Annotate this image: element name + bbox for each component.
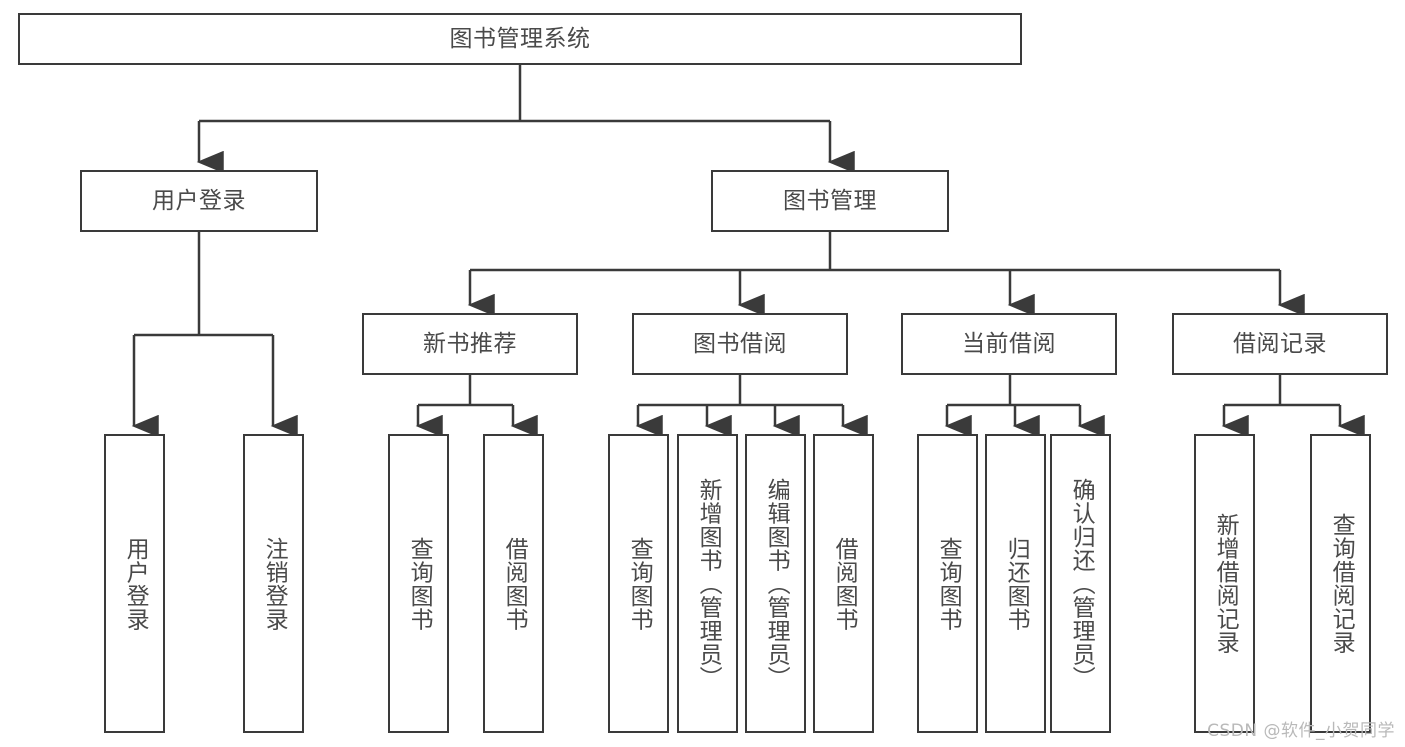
- leaf-query-book-recommend[interactable]: 查询图书: [388, 434, 449, 733]
- node-label: 借阅图书: [501, 536, 528, 631]
- node-label: 借阅图书: [831, 536, 858, 631]
- node-label: 查询图书: [406, 536, 433, 631]
- leaf-edit-book[interactable]: 编辑图书（管理员）: [745, 434, 806, 733]
- node-label: 查询图书: [935, 536, 962, 631]
- csdn-watermark: CSDN @软件_小贺同学: [1207, 721, 1395, 741]
- node-label: 用户登录: [152, 187, 246, 214]
- leaf-return-book[interactable]: 归还图书: [985, 434, 1046, 733]
- node-label: 新增图书（管理员）: [695, 477, 722, 690]
- node-current-borrow[interactable]: 当前借阅: [901, 313, 1117, 375]
- node-label: 当前借阅: [962, 330, 1056, 357]
- leaf-confirm-return[interactable]: 确认归还（管理员）: [1050, 434, 1111, 733]
- leaf-query-borrow-record[interactable]: 查询借阅记录: [1310, 434, 1371, 733]
- node-label: 编辑图书（管理员）: [763, 477, 790, 690]
- leaf-user-login[interactable]: 用户登录: [104, 434, 165, 733]
- node-label: 归还图书: [1003, 536, 1030, 631]
- leaf-logout-login[interactable]: 注销登录: [243, 434, 304, 733]
- leaf-query-book-borrow[interactable]: 查询图书: [608, 434, 669, 733]
- node-user-login[interactable]: 用户登录: [80, 170, 318, 232]
- node-label: 用户登录: [122, 536, 149, 631]
- node-label: 查询借阅记录: [1328, 513, 1355, 654]
- node-new-book-recommend[interactable]: 新书推荐: [362, 313, 578, 375]
- node-label: 图书管理系统: [449, 25, 591, 52]
- leaf-borrow-book[interactable]: 借阅图书: [813, 434, 874, 733]
- node-label: 借阅记录: [1233, 330, 1327, 357]
- leaf-borrow-book-recommend[interactable]: 借阅图书: [483, 434, 544, 733]
- node-root-system[interactable]: 图书管理系统: [18, 13, 1022, 65]
- leaf-query-book-current[interactable]: 查询图书: [917, 434, 978, 733]
- node-label: 图书管理: [783, 187, 877, 214]
- leaf-add-borrow-record[interactable]: 新增借阅记录: [1194, 434, 1255, 733]
- node-label: 查询图书: [626, 536, 653, 631]
- node-book-borrow[interactable]: 图书借阅: [632, 313, 848, 375]
- node-label: 新增借阅记录: [1212, 513, 1239, 654]
- node-label: 注销登录: [261, 536, 288, 631]
- node-label: 新书推荐: [423, 330, 517, 357]
- node-label: 图书借阅: [693, 330, 787, 357]
- leaf-add-book[interactable]: 新增图书（管理员）: [677, 434, 738, 733]
- node-label: 确认归还（管理员）: [1068, 477, 1095, 690]
- node-book-manage[interactable]: 图书管理: [711, 170, 949, 232]
- node-borrow-record[interactable]: 借阅记录: [1172, 313, 1388, 375]
